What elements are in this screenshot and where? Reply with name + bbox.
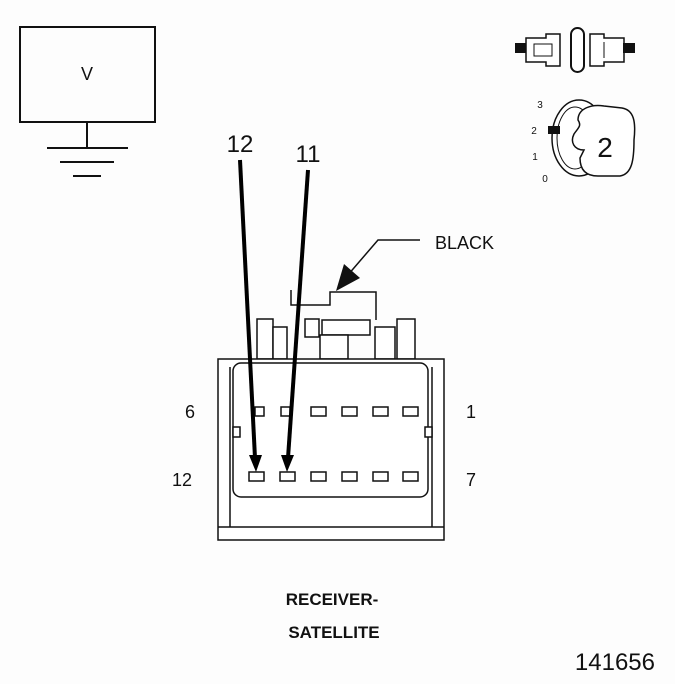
probe-wire-11: 11 (281, 141, 320, 472)
terminal-pin-5 (280, 406, 291, 417)
terminal-pin-1 (402, 406, 419, 417)
color-callout: BLACK (336, 233, 494, 291)
pin-label-bottom-left: 12 (172, 470, 192, 490)
figure-number: 141656 (575, 649, 655, 676)
connector-name-line2: SATELLITE (288, 623, 379, 642)
pin-label-bottom-right: 7 (466, 470, 476, 490)
terminal-pin-9 (341, 471, 358, 482)
terminal-pin-11 (279, 471, 296, 482)
ignition-key-icon: 3 2 1 0 2 (531, 99, 636, 185)
key-position-1: 1 (532, 152, 538, 163)
connector-color-label: BLACK (435, 233, 494, 253)
terminal-pin-12 (248, 471, 265, 482)
probe-wire-12: 12 (227, 131, 262, 472)
ground-icon (47, 122, 128, 177)
terminal-pin-7 (402, 471, 419, 482)
pin-label-top-right: 1 (466, 402, 476, 422)
terminal-pin-2 (372, 406, 389, 417)
key-position-0: 0 (542, 174, 548, 185)
voltmeter-symbol: V (19, 26, 156, 123)
terminal-pin-3 (341, 406, 358, 417)
key-position-2: 2 (531, 126, 537, 137)
wire-pin-label: 12 (227, 131, 254, 158)
terminal-pin-4 (310, 406, 327, 417)
wire-pin-label: 11 (296, 141, 321, 168)
pin-terminals (248, 406, 419, 482)
terminal-pin-6 (254, 406, 265, 417)
voltmeter-label: V (81, 64, 93, 84)
key-position-3: 3 (537, 100, 543, 111)
arrow-down-icon (281, 455, 294, 472)
connector-body (217, 290, 445, 541)
pin-label-top-left: 6 (185, 402, 195, 422)
key-selected-position: 2 (597, 132, 613, 163)
connector-name-line1: RECEIVER- (286, 590, 379, 609)
connector-disconnected-icon (515, 27, 635, 73)
terminal-pin-10 (310, 471, 327, 482)
arrow-down-icon (249, 455, 262, 472)
terminal-pin-8 (372, 471, 389, 482)
